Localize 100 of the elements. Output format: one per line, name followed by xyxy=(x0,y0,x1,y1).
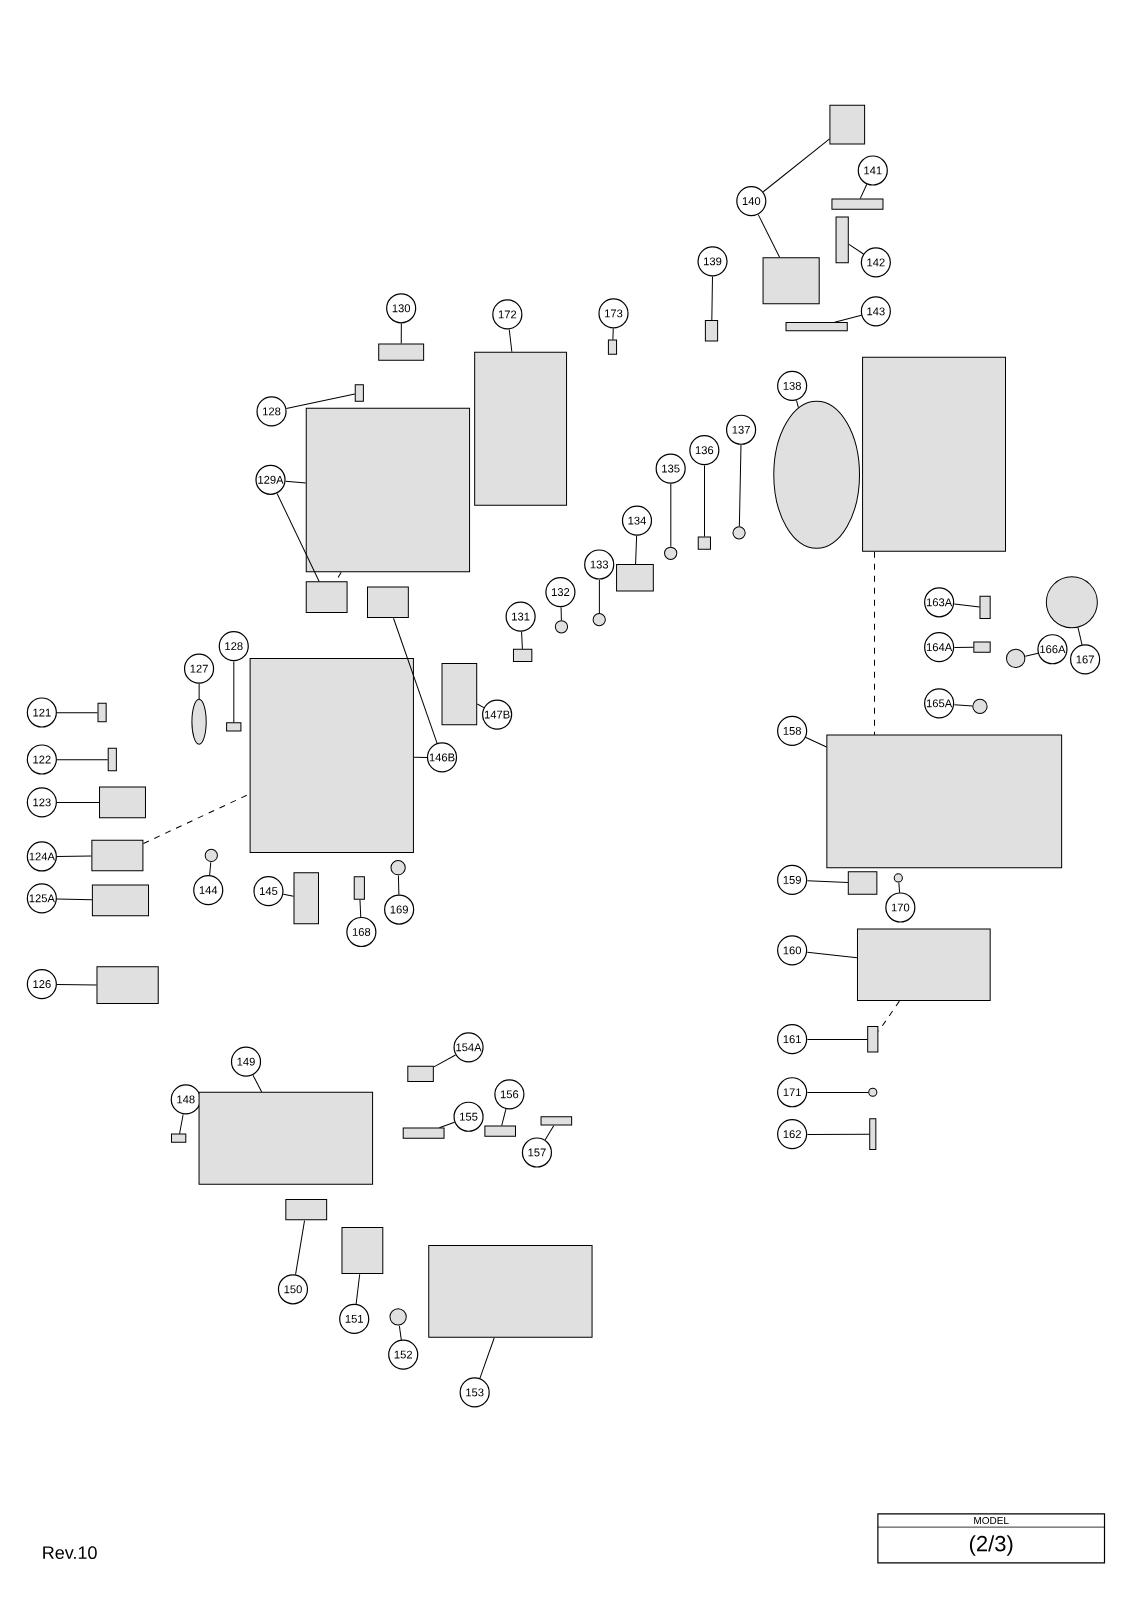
leader-line xyxy=(393,617,438,744)
leader-line xyxy=(704,464,705,538)
leader-line xyxy=(285,480,307,484)
leader-line xyxy=(479,1337,495,1379)
callout-number: 129A xyxy=(255,464,286,495)
callout-number: 125A xyxy=(26,883,57,914)
leader-line xyxy=(233,660,235,723)
leader-line xyxy=(806,951,858,959)
leader-line xyxy=(1077,627,1083,646)
part-drawing xyxy=(428,1244,593,1338)
leader-line xyxy=(598,579,600,614)
part-drawing xyxy=(762,257,820,305)
leader-line xyxy=(476,703,485,709)
callout-number: 128 xyxy=(256,396,287,427)
part-drawing xyxy=(91,839,144,872)
callout-number: 171 xyxy=(777,1077,808,1108)
callout-number: 157 xyxy=(521,1137,553,1168)
callout-number: 168 xyxy=(346,916,377,948)
callout-number: 145 xyxy=(253,876,284,907)
leader-line xyxy=(757,214,781,258)
callout-number: 135 xyxy=(655,453,686,484)
leader-line xyxy=(209,861,212,876)
callout-number: 132 xyxy=(545,576,576,608)
callout-number: 163A xyxy=(924,587,955,618)
part-drawing xyxy=(389,1308,407,1326)
leader-line xyxy=(285,393,356,409)
leader-line xyxy=(670,483,672,548)
leader-line xyxy=(56,802,100,804)
callout-number: 158 xyxy=(777,715,808,746)
part-drawing xyxy=(869,1118,877,1150)
part-drawing xyxy=(191,698,207,745)
part-drawing xyxy=(773,400,860,549)
part-drawing xyxy=(785,322,848,332)
part-drawing xyxy=(226,722,242,732)
part-drawing xyxy=(831,198,884,210)
callout-number: 167 xyxy=(1070,644,1101,675)
leader-line xyxy=(56,898,93,901)
part-drawing xyxy=(96,966,159,1004)
leader-line xyxy=(762,138,831,193)
callout-number: 139 xyxy=(697,246,728,277)
leader-line xyxy=(398,1325,402,1341)
part-drawing xyxy=(1006,648,1026,669)
callout-number: 133 xyxy=(584,549,615,580)
part-drawing xyxy=(540,1116,573,1126)
callout-number: 128 xyxy=(218,631,249,662)
callout-number: 148 xyxy=(170,1084,201,1115)
callout-number: 161 xyxy=(777,1024,808,1055)
leader-line xyxy=(612,328,614,340)
part-drawing xyxy=(474,351,568,506)
callout-number: 149 xyxy=(230,1046,262,1077)
part-drawing xyxy=(354,384,364,402)
part-drawing xyxy=(829,104,866,145)
callout-number: 165A xyxy=(924,688,955,719)
callout-number: 166A xyxy=(1037,634,1068,665)
part-drawing xyxy=(826,734,1063,869)
callout-number: 156 xyxy=(494,1079,525,1110)
callout-number: 143 xyxy=(860,296,891,327)
center-line xyxy=(874,551,875,736)
leader-line xyxy=(433,1054,456,1068)
part-drawing xyxy=(99,786,146,819)
callout-number: 144 xyxy=(193,875,224,906)
center-line xyxy=(335,571,342,582)
leader-line xyxy=(711,276,713,321)
callout-number: 137 xyxy=(726,414,757,445)
part-drawing xyxy=(97,702,107,723)
leader-line xyxy=(848,243,864,255)
center-line xyxy=(878,1000,900,1032)
leader-line xyxy=(198,683,200,700)
leader-line xyxy=(796,399,799,409)
part-drawing xyxy=(341,1227,384,1274)
part-drawing xyxy=(407,1065,434,1083)
leader-line xyxy=(413,756,428,758)
leader-line xyxy=(508,328,513,353)
leader-line xyxy=(806,1092,869,1094)
table-header: MODEL xyxy=(974,1516,1009,1525)
callout-number: 140 xyxy=(736,186,767,217)
part-drawing xyxy=(697,536,711,550)
callout-number: 164A xyxy=(924,632,955,663)
revision-note: Rev.10 xyxy=(43,1546,97,1560)
leader-line xyxy=(521,631,523,650)
leader-line xyxy=(805,736,827,748)
callout-number: 147B xyxy=(482,699,513,730)
leader-line xyxy=(252,1074,263,1093)
part-drawing xyxy=(441,663,478,726)
part-drawing xyxy=(704,320,719,342)
callout-number: 138 xyxy=(777,370,808,401)
part-drawing xyxy=(607,339,618,355)
leader-line xyxy=(806,880,849,884)
callout-number: 126 xyxy=(26,968,57,1000)
leader-line xyxy=(400,322,402,345)
callout-number: 160 xyxy=(777,935,808,966)
leader-line xyxy=(834,314,862,323)
part-drawing xyxy=(91,884,149,917)
callout-number: 124A xyxy=(26,841,57,872)
part-drawing xyxy=(402,1127,445,1139)
part-drawing xyxy=(512,648,533,662)
callout-number: 154A xyxy=(453,1032,484,1063)
leader-line xyxy=(282,893,295,897)
part-drawing xyxy=(353,876,365,900)
leader-line xyxy=(859,183,868,200)
